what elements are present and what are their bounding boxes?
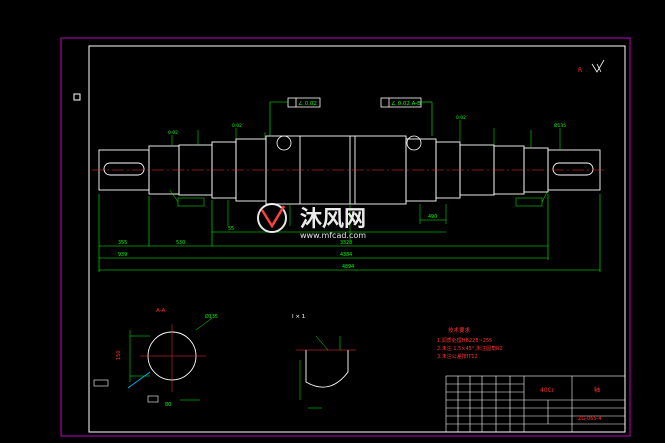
svg-text:A-A: A-A bbox=[156, 308, 166, 314]
svg-text:R: R bbox=[578, 67, 582, 74]
title-block bbox=[445, 375, 626, 433]
gdt-frame-right: ∠ 0.02 A-B bbox=[380, 97, 433, 136]
svg-text:40Cr: 40Cr bbox=[540, 387, 555, 394]
watermark-brand: 沐风网 bbox=[300, 207, 366, 232]
gdt-frame-left: ∠ 0.02 bbox=[269, 97, 321, 136]
svg-text:355: 355 bbox=[118, 240, 127, 246]
svg-text:Ø135: Ø135 bbox=[554, 122, 566, 129]
section-a-a-view: A-A 150 80 Ø135 bbox=[93, 308, 218, 408]
svg-text:490: 490 bbox=[428, 214, 437, 220]
watermark-logo-icon bbox=[257, 203, 287, 233]
svg-text:3328: 3328 bbox=[340, 240, 352, 246]
svg-text:0.02: 0.02 bbox=[232, 123, 242, 129]
watermark: 沐风网 www.mfcad.com bbox=[257, 203, 366, 240]
outer-frame bbox=[60, 37, 631, 437]
surface-roughness-symbol: R bbox=[578, 59, 605, 74]
svg-text:0.02: 0.02 bbox=[456, 115, 466, 121]
detail-i-view: I × 1 bbox=[292, 314, 356, 409]
svg-text:55: 55 bbox=[228, 226, 234, 232]
svg-text:I × 1: I × 1 bbox=[292, 314, 305, 320]
lower-leaders bbox=[169, 189, 549, 240]
binding-mark bbox=[73, 93, 81, 101]
svg-text:技术要求: 技术要求 bbox=[448, 326, 471, 334]
svg-text:ZG-065-4: ZG-065-4 bbox=[578, 416, 602, 422]
svg-text:4894: 4894 bbox=[342, 264, 354, 270]
svg-text:1.调质处理HB228~255: 1.调质处理HB228~255 bbox=[437, 337, 492, 344]
top-annotation-labels: 0.02 0.02 0.02 Ø135 bbox=[168, 115, 566, 136]
detail-callout-right bbox=[406, 135, 422, 151]
svg-text:939: 939 bbox=[118, 252, 127, 258]
svg-text:2.未注 1.5×45°,未注圆角R2: 2.未注 1.5×45°,未注圆角R2 bbox=[437, 345, 503, 352]
svg-text:Ø135: Ø135 bbox=[205, 313, 218, 320]
dimension-values: 355 530 55 3328 939 4384 4894 490 bbox=[118, 214, 437, 270]
svg-text:∠ 0.02 A-B: ∠ 0.02 A-B bbox=[391, 100, 421, 107]
drawing-border bbox=[88, 45, 626, 433]
svg-text:150: 150 bbox=[116, 350, 122, 360]
svg-text:4384: 4384 bbox=[340, 252, 352, 258]
svg-text:3.未注公差按IT12: 3.未注公差按IT12 bbox=[437, 353, 478, 360]
top-annotations bbox=[171, 120, 561, 150]
svg-text:∠ 0.02: ∠ 0.02 bbox=[298, 100, 317, 107]
svg-text:80: 80 bbox=[165, 402, 171, 408]
title-block-text: 40Cr 轴 ZG-065-4 bbox=[540, 386, 602, 422]
detail-callout-left bbox=[276, 135, 292, 151]
svg-text:轴: 轴 bbox=[594, 386, 600, 394]
svg-text:0.02: 0.02 bbox=[168, 130, 178, 136]
dimension-lines bbox=[98, 194, 601, 272]
watermark-url: www.mfcad.com bbox=[300, 231, 366, 240]
tech-requirements: 技术要求 1.调质处理HB228~255 2.未注 1.5×45°,未注圆角R2… bbox=[437, 326, 503, 360]
svg-text:530: 530 bbox=[176, 240, 185, 246]
